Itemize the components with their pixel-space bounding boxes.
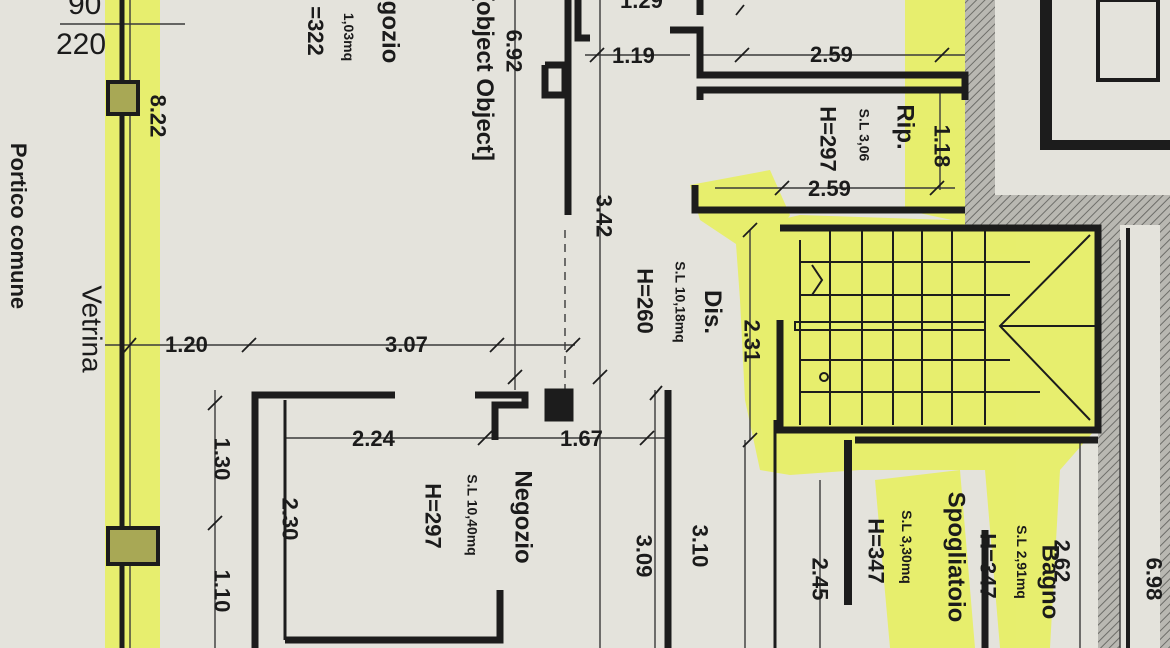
negozio-top-area: 1,03mq — [341, 12, 358, 62]
negozio-name: Negozio — [509, 470, 537, 564]
negozio-area: S.L 10,40mq — [464, 474, 481, 556]
stair-core-structure — [965, 0, 1170, 648]
bagno-name: Bagno — [1036, 544, 1064, 620]
dim-224: 2.24 — [352, 426, 395, 451]
bagno-area: S.L 2,91mq — [1013, 525, 1030, 599]
dim-167: 1.67 — [560, 426, 603, 451]
negozio-height: H=297 — [420, 483, 446, 549]
dim-310: 3.10 — [687, 524, 713, 568]
dim-309: 3.09 — [631, 534, 657, 578]
staircase — [794, 230, 1095, 425]
dim-118: 1.18 — [929, 124, 955, 168]
dim-307: 3.07 — [385, 332, 428, 357]
dim-230: 2.30 — [277, 497, 303, 541]
dim-90: 90 — [68, 0, 102, 21]
negozio-top-name: gozio — [376, 0, 404, 64]
label-portico: Portico comune — [6, 142, 32, 310]
dim-245: 2.45 — [807, 557, 833, 601]
spogliatoio-height: H=347 — [863, 518, 889, 584]
dim-259b: 2.59 — [808, 176, 851, 201]
dis-area: S.L 10,18mq — [672, 261, 689, 343]
dim-692: 6.92 — [501, 29, 527, 73]
dimension-ticks — [123, 4, 950, 531]
rip-area: S.L 3,06 — [856, 108, 873, 162]
dim-129: 1.29 — [620, 0, 663, 13]
dim-119: 1.19 — [612, 43, 655, 68]
dis-name: Dis. — [699, 289, 727, 335]
facade-pillars — [106, 80, 160, 566]
rip-height: H=297 — [815, 106, 841, 172]
dim-110: 1.10 — [209, 569, 235, 613]
dim-342: 3.42 — [591, 194, 617, 238]
dim-220: 220 — [56, 28, 107, 61]
dim-698: 6.98 — [1141, 557, 1167, 601]
bagno-height: H=347 — [975, 533, 1001, 599]
dim-259a: 2.59 — [810, 42, 853, 67]
label-passage: [object Object] — [471, 0, 499, 162]
dim-822: 8.22 — [145, 94, 171, 138]
dim-130: 1.30 — [209, 437, 235, 481]
rip-name: Rip. — [891, 104, 919, 150]
dim-120: 1.20 — [165, 332, 208, 357]
dis-height: H=260 — [632, 268, 658, 334]
dim-231: 2.31 — [739, 319, 765, 363]
label-vetrina: Vetrina — [76, 285, 108, 373]
spogliatoio-name: Spogliatoio — [942, 491, 970, 623]
negozio-top-height: =322 — [302, 6, 328, 56]
spogliatoio-area: S.L 3,30mq — [898, 510, 915, 584]
walls — [119, 0, 1130, 648]
